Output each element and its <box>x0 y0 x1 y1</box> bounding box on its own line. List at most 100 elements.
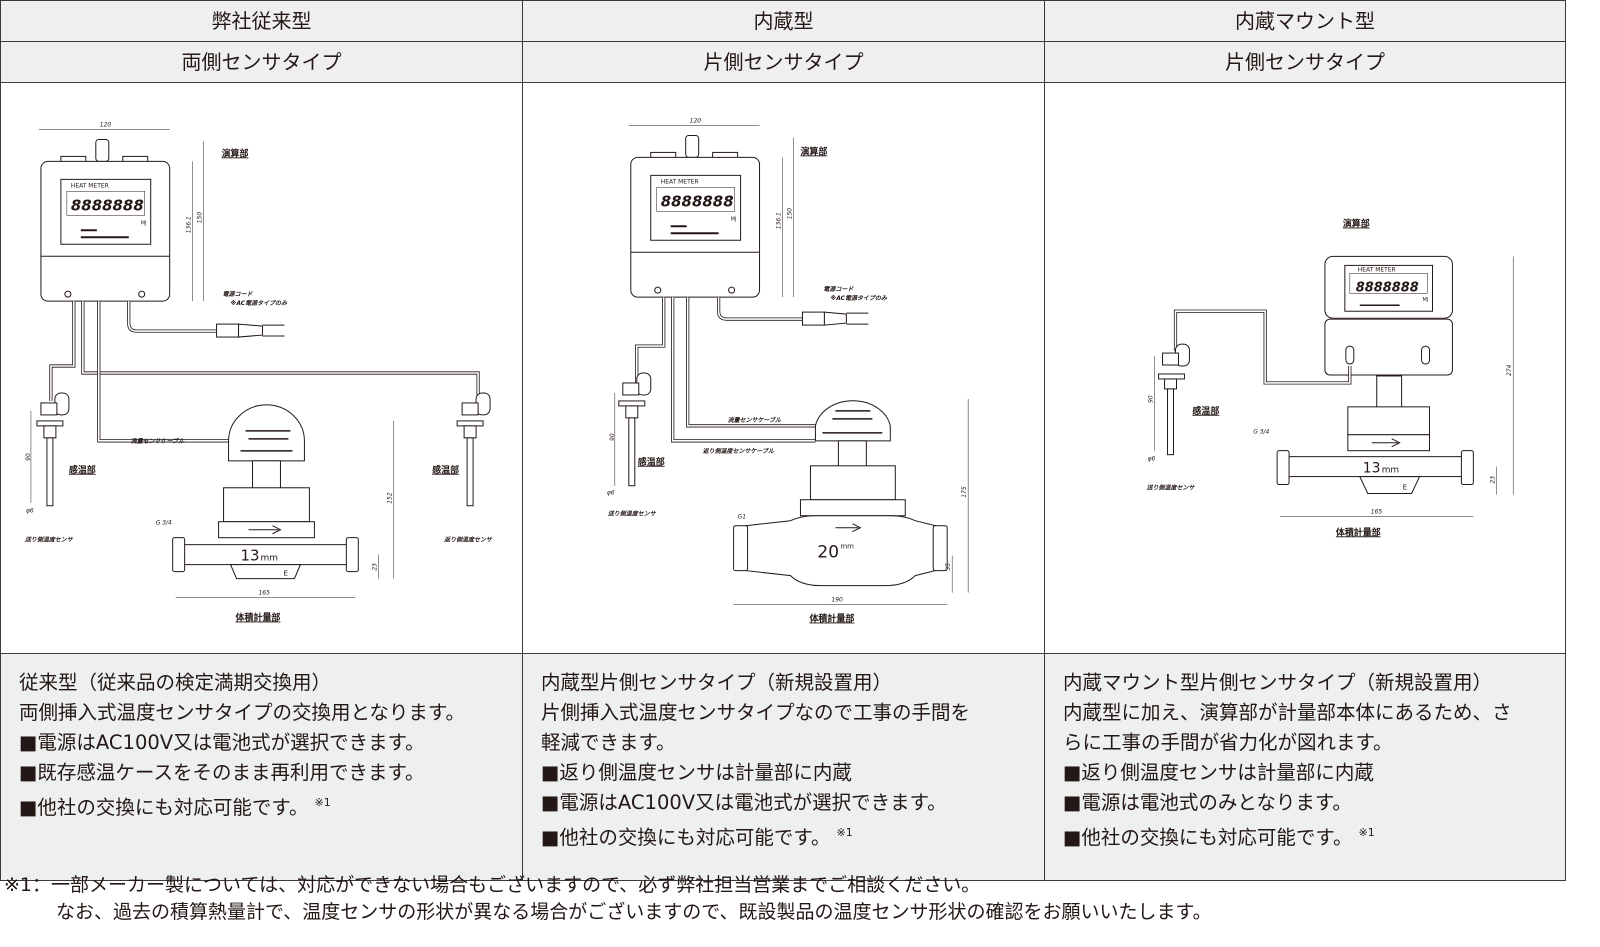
display-digits: 8888888 <box>1356 280 1419 295</box>
label-supply-sensor: 送り側温度センサ <box>607 510 657 518</box>
comparison-table: 弊社従来型 内蔵型 内蔵マウント型 両側センサタイプ 片側センサタイプ 片側セン… <box>0 0 1566 881</box>
label-power-note: ※AC電源タイプのみ <box>830 294 887 302</box>
meter-mark: E <box>283 570 287 578</box>
description-line: ■電源は電池式のみとなります。 <box>1063 791 1352 814</box>
bore-unit: mm <box>1382 466 1399 476</box>
footnote-ref: ※1 <box>836 826 853 839</box>
dim-probe-length: 90 <box>609 433 616 441</box>
calc-unit: 120 HEAT METER 8888888 MJ 136.1 <box>628 117 794 298</box>
display-title: HEAT METER <box>71 182 109 189</box>
description-text: ■他社の交換にも対応可能です。 <box>541 826 831 849</box>
drawing-built-in: 120 HEAT METER 8888888 MJ 136.1 <box>523 83 1045 653</box>
drawing-conventional: 120 HEAT METER 8888888 MJ 136.1 <box>1 83 523 653</box>
label-sensor-unit: 感温部 <box>69 464 96 476</box>
column-subtitle: 片側センサタイプ <box>523 42 1045 82</box>
column-title: 弊社従来型 <box>1 1 523 41</box>
description-line: 内蔵型に加え、演算部が計量部本体にあるため、さ <box>1063 701 1512 724</box>
description-line: 両側挿入式温度センサタイプの交換用となります。 <box>19 701 465 724</box>
description-row: 従来型（従来品の検定満期交換用） 両側挿入式温度センサタイプの交換用となります。… <box>1 654 1565 880</box>
dim-meter-length: 165 <box>259 590 271 597</box>
dim-pipe-height: 35 <box>945 563 952 571</box>
heat-meter-drawing-mount: 演算部 HEAT METER 8888888 MJ <box>1146 218 1514 538</box>
dim-height-1: 136.1 <box>186 216 193 233</box>
header-row-type: 弊社従来型 内蔵型 内蔵マウント型 <box>1 1 1565 42</box>
description-built-in-mount: 内蔵マウント型片側センサタイプ（新規設置用） 内蔵型に加え、演算部が計量部本体に… <box>1045 654 1565 880</box>
footnote: ※1：一部メーカー製については、対応ができない場合もございますので、必ず弊社担当… <box>4 872 1212 926</box>
label-calc-unit: 演算部 <box>222 147 249 159</box>
dim-thread: G 3/4 <box>1253 429 1269 436</box>
label-flow-cable: 流量センサケーブル <box>728 416 782 424</box>
label-meter-unit: 体積計量部 <box>1336 526 1381 538</box>
dim-total-height: 274 <box>1506 364 1513 376</box>
label-supply-sensor: 送り側温度センサ <box>24 536 74 544</box>
dim-height-2: 150 <box>197 212 204 224</box>
dim-meter-length: 165 <box>1371 508 1383 515</box>
display-unit: MJ <box>1423 297 1429 303</box>
column-title: 内蔵マウント型 <box>1045 1 1565 41</box>
dim-meter-length: 190 <box>831 597 843 604</box>
footnote-line-2: なお、過去の積算熱量計で、温度センサの形状が異なる場合がございますので、既設製品… <box>56 901 1212 923</box>
sensor-left: 90 φ6 感温部 送り側温度センサ <box>24 392 96 544</box>
column-subtitle: 両側センサタイプ <box>1 42 523 82</box>
label-flow-cable: 流量センサケーブル <box>131 437 185 445</box>
label-sensor-unit: 感温部 <box>1192 405 1219 417</box>
label-supply-sensor: 送り側温度センサ <box>1146 484 1196 492</box>
heat-meter-drawing-one-side: 120 HEAT METER 8888888 MJ 136.1 <box>607 117 969 625</box>
description-line: ■他社の交換にも対応可能です。 ※1 <box>541 818 1044 853</box>
sensor-right: 感温部 返り側温度センサ <box>432 392 493 544</box>
dim-height-2: 150 <box>786 208 793 220</box>
drawing-built-in-mount: 演算部 HEAT METER 8888888 MJ <box>1045 83 1565 653</box>
bore-unit: mm <box>261 554 278 564</box>
description-line: ■電源はAC100V又は電池式が選択できます。 <box>19 731 425 754</box>
meter-mark: E <box>1403 484 1407 492</box>
header-row-sensor: 両側センサタイプ 片側センサタイプ 片側センサタイプ <box>1 42 1565 83</box>
display-unit: MJ <box>141 220 147 226</box>
footnote-line-1: ※1：一部メーカー製については、対応ができない場合もございますので、必ず弊社担当… <box>4 872 1212 899</box>
volume-meter: 13 mm E G 3/4 165 152 23 体積計量部 <box>156 404 394 624</box>
cables: 電源コード ※AC電源タイプのみ 流量センサケーブル <box>49 290 480 445</box>
calc-unit: 120 HEAT METER 8888888 MJ 136.1 <box>38 121 249 302</box>
description-line: ■返り側温度センサは計量部に内蔵 <box>1063 761 1374 784</box>
label-power-cord: 電源コード <box>223 290 254 298</box>
bore-size: 20 <box>817 542 839 562</box>
label-return-sensor: 返り側温度センサ <box>444 536 493 544</box>
footnote-mark: ※1： <box>4 874 52 896</box>
display-unit: MJ <box>731 216 737 222</box>
description-text: ■他社の交換にも対応可能です。 <box>1063 826 1353 849</box>
label-return-cable: 返り側温度センサケーブル <box>703 447 775 455</box>
sensor-cable <box>1173 309 1352 385</box>
description-line: 内蔵型片側センサタイプ（新規設置用） <box>541 671 893 694</box>
display-title: HEAT METER <box>1358 266 1396 273</box>
description-line: ■電源はAC100V又は電池式が選択できます。 <box>541 791 947 814</box>
description-line: 軽減できます。 <box>541 731 676 754</box>
display-digits: 8888888 <box>661 192 734 210</box>
calc-unit: HEAT METER 8888888 MJ <box>1324 255 1453 376</box>
column-subtitle: 片側センサタイプ <box>1045 42 1565 82</box>
sensor: 90 φ6 感温部 送り側温度センサ <box>607 372 665 518</box>
heat-meter-drawing-both-sides: 120 HEAT METER 8888888 MJ 136.1 <box>24 121 493 624</box>
dim-thread: G1 <box>738 514 746 521</box>
dim-probe-length: 90 <box>1148 395 1155 403</box>
label-sensor-unit: 感温部 <box>638 456 665 468</box>
display-digits: 8888888 <box>71 196 144 214</box>
label-calc-unit: 演算部 <box>800 145 827 157</box>
label-meter-unit: 体積計量部 <box>809 613 854 625</box>
description-line: らに工事の手間が省力化が図れます。 <box>1063 731 1393 754</box>
dim-probe-diameter: φ6 <box>607 490 615 497</box>
label-power-cord: 電源コード <box>823 285 854 293</box>
description-line: ■他社の交換にも対応可能です。 ※1 <box>1063 818 1565 853</box>
footnote-ref: ※1 <box>1358 826 1375 839</box>
label-power-note: ※AC電源タイプのみ <box>231 299 288 307</box>
dim-thread: G 3/4 <box>156 520 172 527</box>
description-conventional: 従来型（従来品の検定満期交換用） 両側挿入式温度センサタイプの交換用となります。… <box>1 654 523 880</box>
label-calc-unit: 演算部 <box>1343 218 1370 230</box>
footnote-text: 一部メーカー製については、対応ができない場合もございますので、必ず弊社担当営業ま… <box>51 874 981 896</box>
dim-meter-height: 175 <box>961 486 968 498</box>
cables: 電源コード ※AC電源タイプのみ 流量センサケーブル 返り側温度センサケーブル <box>635 285 888 455</box>
description-line: 内蔵マウント型片側センサタイプ（新規設置用） <box>1063 671 1493 694</box>
dim-height-1: 136.1 <box>776 212 783 229</box>
volume-meter: 20 mm G1 190 175 35 体積計量部 <box>733 398 969 625</box>
description-line: 従来型（従来品の検定満期交換用） <box>19 671 332 694</box>
dim-width: 120 <box>100 121 112 128</box>
description-built-in: 内蔵型片側センサタイプ（新規設置用） 片側挿入式温度センサタイプなので工事の手間… <box>523 654 1045 880</box>
